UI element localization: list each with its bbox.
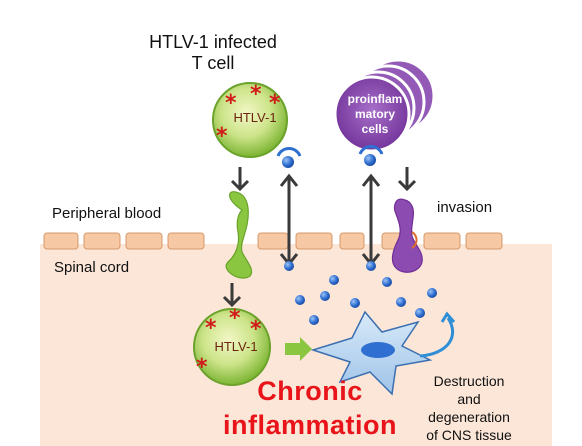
migrating-proinflammatory-cell <box>391 198 423 273</box>
cytokine-dots <box>284 261 437 325</box>
svg-text:*: * <box>250 82 262 107</box>
svg-text:*: * <box>269 91 281 116</box>
peripheral-blood-label: Peripheral blood <box>52 205 162 222</box>
migrating-t-cell <box>225 191 253 279</box>
asterisk-icon: * * * * <box>196 306 262 380</box>
htlv-infected-t-cell-bottom <box>193 308 271 386</box>
htlv-label-bottom: HTLV-1 <box>214 339 258 354</box>
down-arrow-icon <box>222 283 242 308</box>
infected-t-cell-title: HTLV-1 infected T cell <box>149 32 277 73</box>
receptor-icon <box>358 145 384 166</box>
svg-text:*: * <box>205 316 217 341</box>
htlv-infected-t-cell-top <box>212 82 288 158</box>
chronic-inflammation-label: Chronic inflammation <box>222 376 397 440</box>
proinflammatory-label: proinflam matory cells <box>347 92 403 136</box>
receptor-icon <box>411 231 418 249</box>
asterisk-icon: * * * * <box>216 82 281 149</box>
down-arrow-icon <box>397 167 417 192</box>
invasion-label: invasion <box>437 199 493 216</box>
proinflammatory-cells-stack <box>333 58 436 153</box>
svg-text:*: * <box>229 306 241 331</box>
receptor-icon <box>276 147 302 168</box>
svg-text:*: * <box>225 91 237 116</box>
microglia-cell <box>310 310 433 396</box>
down-arrow-icon <box>230 167 250 192</box>
svg-text:*: * <box>250 317 262 342</box>
destruction-label: Destruction and degeneration of CNS tiss… <box>426 373 512 443</box>
spinal-cord-label: Spinal cord <box>54 259 130 276</box>
curved-arrow-icon <box>419 311 456 358</box>
endothelium-layer <box>43 232 503 250</box>
green-arrow-icon <box>285 337 312 361</box>
svg-text:*: * <box>216 124 228 149</box>
htlv-label-top: HTLV-1 <box>233 110 277 125</box>
svg-text:*: * <box>196 355 208 380</box>
